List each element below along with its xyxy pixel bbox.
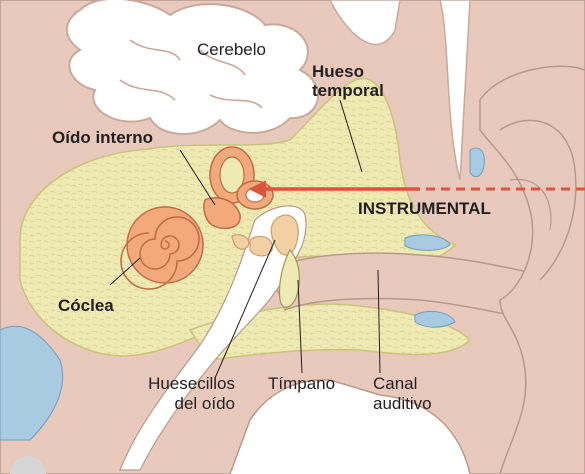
label-huesecillos-1: Huesecillos [125,374,235,393]
label-timpano: Tímpano [268,374,335,393]
label-huesecillos-2: del oído [125,394,235,413]
label-hueso-temporal-1: Hueso [312,62,364,81]
label-canal-1: Canal [373,374,417,393]
fluid-right-1 [470,148,484,177]
label-canal-2: auditivo [373,394,432,413]
label-hueso-temporal-2: temporal [312,81,384,100]
label-oido-interno: Oído interno [52,128,153,147]
label-instrumental: INSTRUMENTAL [358,199,491,218]
label-cerebelo: Cerebelo [197,40,266,59]
label-coclea: Cóclea [58,296,114,315]
